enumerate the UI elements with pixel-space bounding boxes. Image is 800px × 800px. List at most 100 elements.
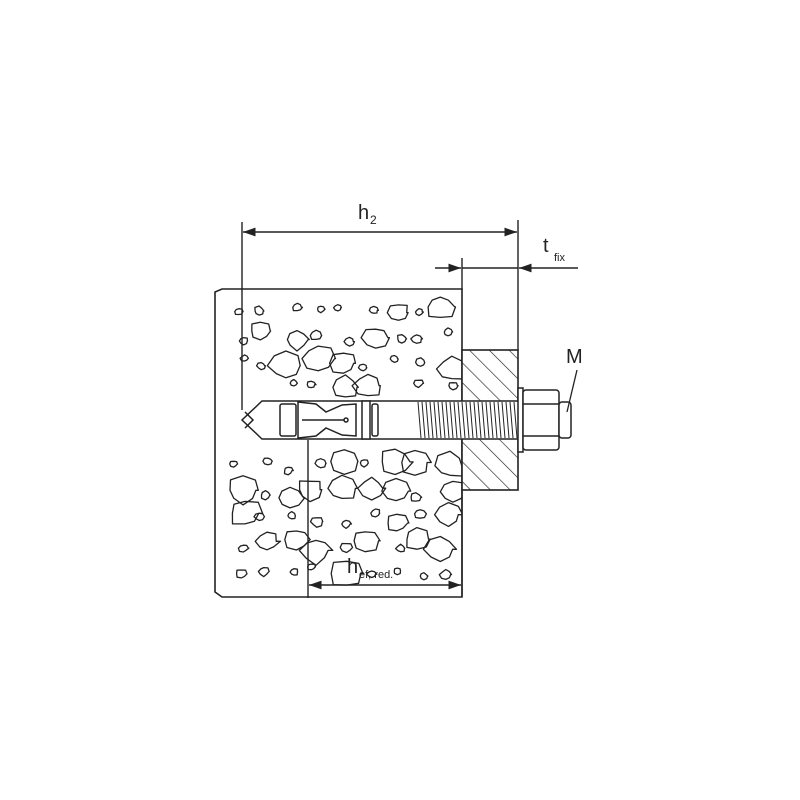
aggregate-pebble <box>237 544 250 553</box>
aggregate-pebble <box>309 517 324 528</box>
aggregate-pebble <box>410 492 423 502</box>
aggregate-pebble <box>266 350 301 379</box>
aggregate-pebble <box>387 513 410 532</box>
thread-line <box>469 401 474 439</box>
aggregate-pebble <box>413 379 425 389</box>
aggregate-pebble <box>370 508 381 518</box>
concrete-base <box>214 288 463 598</box>
aggregate-pebble <box>253 512 266 522</box>
thread-line <box>441 401 446 439</box>
aggregate-pebble <box>257 566 270 578</box>
aggregate-pebble <box>414 307 425 317</box>
aggregate-pebble <box>316 305 326 314</box>
aggregate-pebble <box>419 572 429 581</box>
aggregate-pebble <box>365 570 378 579</box>
aggregate-pebble <box>238 337 249 346</box>
aggregate-pebble <box>254 305 265 316</box>
aggregate-pebble <box>309 329 323 341</box>
aggregate-pebble <box>287 510 297 520</box>
aggregate-pebble <box>292 302 304 312</box>
aggregate-pebble <box>386 304 409 321</box>
aggregate-pebble <box>427 296 457 319</box>
aggregate-pebble <box>341 519 353 530</box>
aggregate-pebble <box>343 336 356 347</box>
aggregate-pebble <box>235 569 248 579</box>
aggregate-pebble <box>239 354 250 362</box>
thread-line <box>461 401 466 439</box>
leader-m <box>566 369 578 413</box>
label-hef-sub: ef, red. <box>359 569 393 581</box>
thread-line <box>489 401 494 439</box>
thread-line <box>425 401 430 439</box>
aggregate-pebble <box>251 321 272 341</box>
aggregate-pebble <box>422 535 458 563</box>
aggregate-pebble <box>255 361 267 371</box>
label-m: M <box>566 346 583 368</box>
aggregate-pebble <box>410 334 424 344</box>
aggregate-pebble <box>353 531 381 553</box>
aggregate-pebble <box>381 448 414 476</box>
thread-line <box>501 401 506 439</box>
aggregate-pebble <box>284 530 311 551</box>
thread-line <box>481 401 486 439</box>
thread-line <box>421 401 426 439</box>
thread-line <box>509 401 514 439</box>
aggregate-pebble <box>289 568 299 576</box>
fixture-plate <box>461 220 519 491</box>
aggregate-pebble <box>414 357 426 367</box>
aggregate-pebble <box>351 373 381 397</box>
thread-line <box>473 401 478 439</box>
thread-line <box>417 401 422 439</box>
thread-line <box>477 401 482 439</box>
aggregate-pebble <box>448 382 459 391</box>
thread-line <box>493 401 498 439</box>
aggregate-pebble <box>443 327 454 337</box>
thread-line <box>465 401 470 439</box>
aggregate-pebble <box>433 501 462 528</box>
aggregate-pebble <box>397 334 408 344</box>
aggregate-pebble <box>435 355 462 380</box>
thread-line <box>433 401 438 439</box>
anchor-bolt <box>240 387 572 453</box>
thread-line <box>513 401 518 439</box>
aggregate-pebble <box>357 476 387 501</box>
aggregate-pebble <box>401 449 432 476</box>
aggregate-pebble <box>262 457 273 466</box>
label-h2-sub: 2 <box>370 213 377 227</box>
thread-line <box>437 401 442 439</box>
label-tfix-sub: fix <box>554 252 566 264</box>
thread-line <box>505 401 510 439</box>
thread-line <box>445 401 450 439</box>
aggregate-pebble <box>298 480 323 503</box>
aggregate-pebble <box>413 509 428 519</box>
aggregate-pebble <box>301 345 337 372</box>
aggregate-pebble <box>229 460 239 468</box>
aggregate-pebble <box>360 328 391 349</box>
aggregate-pebble <box>260 490 271 501</box>
aggregate-pebble <box>389 354 399 364</box>
aggregate-pebble <box>339 542 354 554</box>
aggregate-pebble <box>381 477 412 502</box>
aggregate-pebble <box>438 568 453 581</box>
label-tfix: t <box>543 235 549 257</box>
aggregate-pebble <box>231 500 264 525</box>
aggregate-pebble <box>359 459 369 468</box>
aggregate-pebble <box>332 304 343 312</box>
aggregate-pebble <box>439 480 462 503</box>
aggregate-pebble <box>434 450 462 477</box>
aggregate-pebble <box>327 474 359 500</box>
aggregate-pebble <box>368 305 380 314</box>
thread-line <box>453 401 458 439</box>
aggregate-pebble <box>394 543 406 553</box>
aggregate-pebble <box>298 539 334 566</box>
thread-line <box>497 401 502 439</box>
aggregate-pebble <box>254 531 282 551</box>
dimension-hef <box>309 490 463 596</box>
aggregate-pebble <box>314 458 327 469</box>
thread-line <box>457 401 462 439</box>
aggregate-pebble <box>286 329 310 352</box>
aggregate-pebble <box>330 449 359 476</box>
aggregate-pebble <box>406 526 431 550</box>
label-h2: h <box>358 202 369 224</box>
